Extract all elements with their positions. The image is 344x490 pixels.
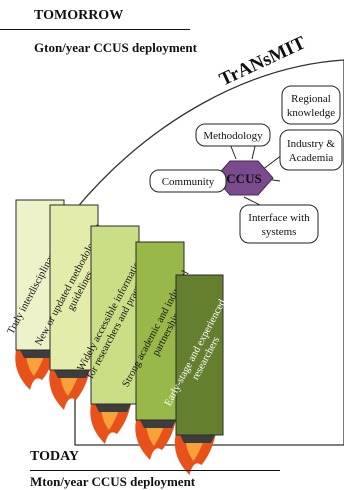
today-subheading: Mton/year CCUS deployment bbox=[30, 474, 196, 489]
ccus-node-label: Community bbox=[162, 176, 215, 188]
ccus-node: Regional knowledge bbox=[281, 85, 341, 125]
tomorrow-subheading: Gton/year CCUS deployment bbox=[34, 40, 197, 55]
ccus-node-label: knowledge bbox=[287, 107, 335, 119]
ccus-node-label: Methodology bbox=[203, 130, 263, 142]
ccus-hub: CCUS bbox=[197, 141, 283, 207]
ccus-node: Methodology bbox=[195, 123, 271, 147]
hub-label: CCUS bbox=[226, 171, 261, 186]
ccus-node-label: Industry & bbox=[287, 138, 335, 150]
ccus-node: Industry & Academia bbox=[279, 129, 343, 171]
ccus-node-label: Regional bbox=[291, 93, 331, 105]
top-divider bbox=[0, 29, 190, 30]
ccus-node-label: systems bbox=[262, 226, 297, 238]
ccus-node-label: Interface with bbox=[248, 212, 310, 224]
ccus-node: Interface with systems bbox=[239, 204, 319, 244]
bottom-divider bbox=[30, 470, 280, 471]
ccus-node-label: Academia bbox=[289, 152, 334, 164]
tomorrow-heading: TOMORROW bbox=[34, 8, 124, 23]
today-heading: TODAY bbox=[30, 449, 80, 464]
ccus-node: Community bbox=[149, 169, 227, 193]
